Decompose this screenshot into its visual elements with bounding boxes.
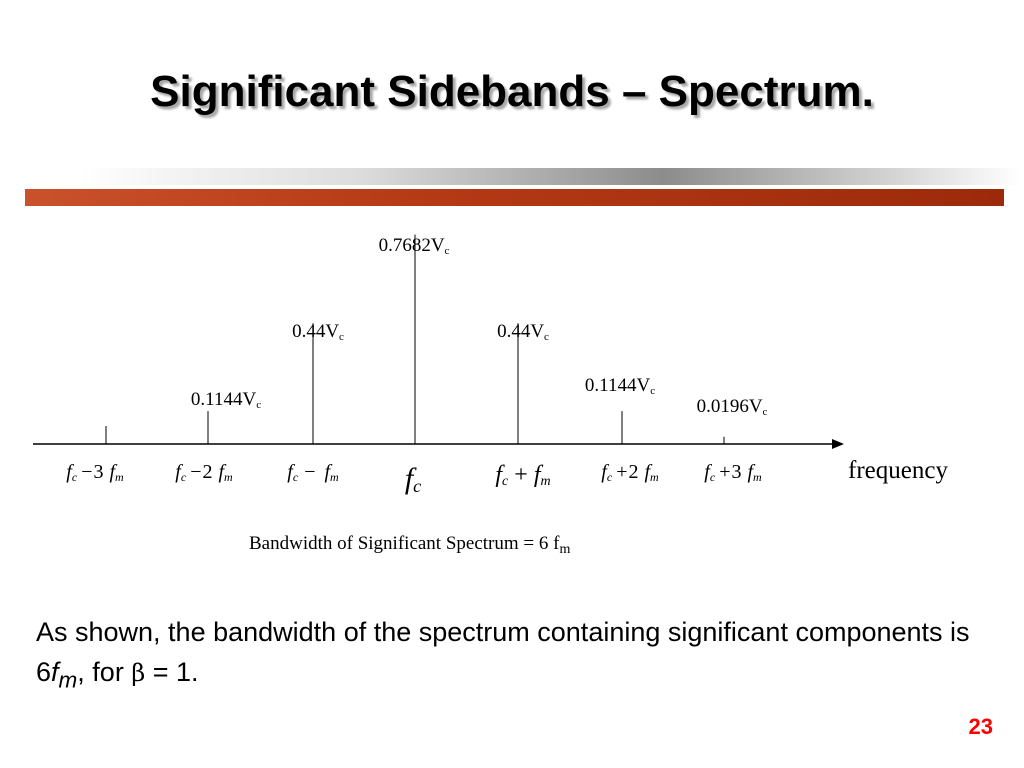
frequency-label: fc+fm <box>495 462 550 489</box>
frequency-axis-label: frequency <box>848 457 948 484</box>
page-number: 23 <box>968 714 993 739</box>
body-paragraph: As shown, the bandwidth of the spectrum … <box>36 617 970 693</box>
title-divider-shadow <box>80 168 1020 185</box>
amplitude-label: 0.44Vc <box>497 321 549 343</box>
slide-title: Significant Sidebands – Spectrum. <box>150 67 874 116</box>
bandwidth-caption: Bandwidth of Significant Spectrum = 6 fm <box>249 533 570 557</box>
amplitude-label: 0.44Vc <box>292 321 344 343</box>
amplitude-label: 0.7682Vc <box>379 235 450 257</box>
spectrum-diagram: 0.1144Vc 0.44Vc 0.7682Vc 0.44Vc 0.1144Vc… <box>33 234 948 557</box>
frequency-label: fc−fm <box>287 461 339 484</box>
amplitude-label: 0.1144Vc <box>585 375 655 397</box>
beta-symbol: β <box>131 659 146 687</box>
amplitude-label: 0.1144Vc <box>191 389 261 411</box>
amplitude-label: 0.0196Vc <box>697 396 768 418</box>
frequency-label: fc <box>405 462 421 496</box>
title-divider-bar <box>25 189 1004 206</box>
